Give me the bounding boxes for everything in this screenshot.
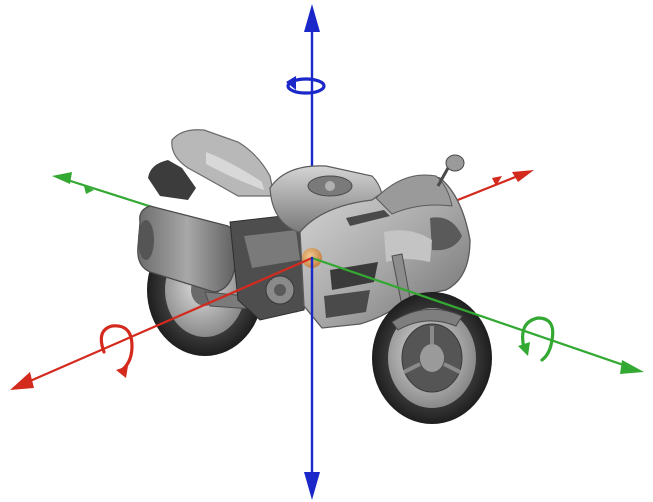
red-rotation-icon bbox=[99, 324, 134, 378]
green-axis-arrows bbox=[52, 172, 644, 374]
motorcycle-icon bbox=[137, 129, 492, 424]
blue-rotation-icon bbox=[286, 76, 326, 95]
engine bbox=[229, 213, 313, 321]
front-wheel bbox=[372, 292, 492, 424]
axis-tick-markers bbox=[84, 176, 502, 194]
red-axis-arrows bbox=[10, 170, 534, 390]
axis-front-segments bbox=[12, 256, 640, 496]
green-rotation-icon bbox=[518, 316, 555, 362]
front-fairing bbox=[299, 174, 471, 329]
mirror bbox=[436, 154, 465, 187]
blue-axis-arrows bbox=[304, 4, 320, 500]
